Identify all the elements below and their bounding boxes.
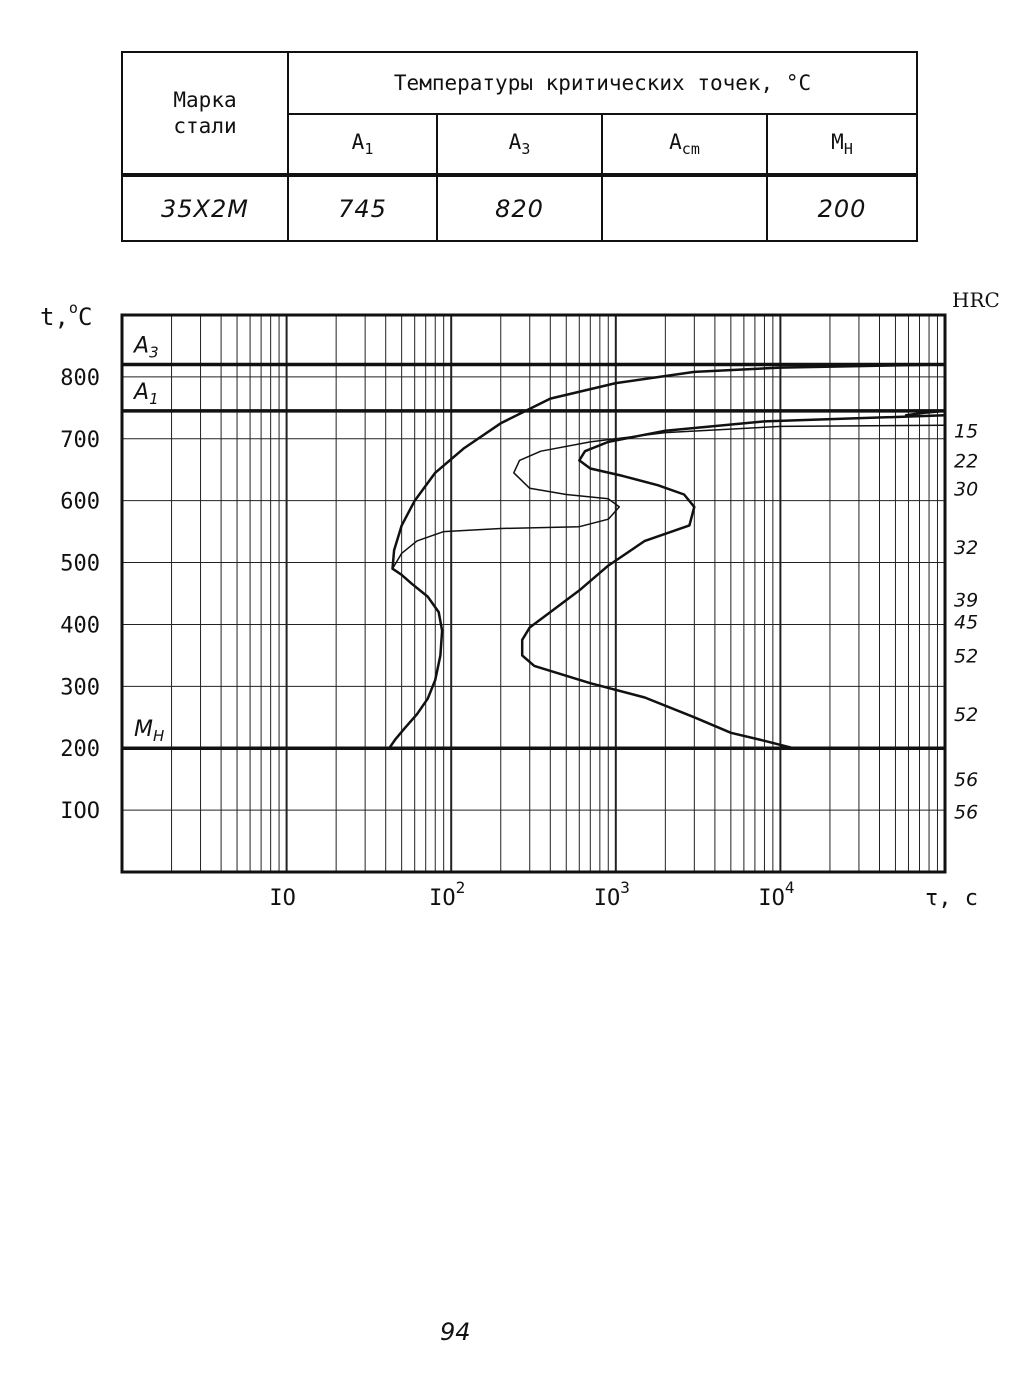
- hardness-value: 56: [954, 801, 978, 823]
- hardness-value: 39: [954, 590, 978, 612]
- transformation-curve: [904, 409, 947, 417]
- hardness-value: 22: [954, 450, 978, 472]
- x-tick-label: IO2: [429, 878, 465, 911]
- cell-mh: 200: [765, 173, 919, 242]
- x-tick-label: IO: [269, 886, 296, 911]
- header-steel-brand-label: Марка стали: [173, 88, 237, 138]
- transformation-curve: [387, 363, 947, 750]
- hardness-value: 30: [954, 478, 978, 500]
- y-tick-label: 200: [60, 737, 100, 762]
- y-axis-label: t,oC: [40, 299, 92, 331]
- y-tick-label: 800: [60, 366, 100, 391]
- y-tick-label: IOO: [60, 799, 100, 824]
- x-tick-label: IO3: [594, 878, 630, 911]
- reference-line-label: MH: [134, 717, 164, 745]
- y-tick-label: 500: [60, 552, 100, 577]
- transformation-curve: [391, 424, 946, 570]
- transformation-curve: [520, 414, 947, 750]
- reference-line-label: A1: [132, 380, 159, 408]
- header-a3: A3: [436, 113, 603, 176]
- hardness-value: 15: [954, 421, 978, 443]
- hardness-value: 45: [954, 611, 978, 633]
- header-a1: A1: [287, 113, 438, 176]
- page-number: 94: [440, 1318, 471, 1346]
- critical-points-table: Марка стали Температуры критических точе…: [121, 51, 919, 242]
- hardness-value: 52: [954, 704, 978, 726]
- hardness-value: 32: [954, 537, 978, 559]
- cell-steel: 35Х2М: [121, 173, 289, 242]
- hardness-value: 52: [954, 645, 978, 667]
- x-axis-label: τ, с: [925, 886, 978, 911]
- header-steel-brand: Марка стали: [121, 51, 289, 176]
- hardness-axis-label: HRC: [952, 288, 1000, 312]
- cell-a1: 745: [287, 173, 438, 242]
- hardness-value: 56: [954, 769, 978, 791]
- y-tick-label: 400: [60, 613, 100, 638]
- header-critical-temps: Температуры критических точек, °C: [286, 51, 919, 115]
- header-acm: Acm: [601, 113, 768, 176]
- header-mh: MH: [765, 113, 919, 176]
- y-tick-label: 300: [60, 675, 100, 700]
- cell-a3: 820: [436, 173, 603, 242]
- cell-acm: [601, 173, 768, 242]
- y-tick-label: 700: [60, 428, 100, 453]
- plot-frame: [120, 313, 947, 874]
- x-tick-label: IO4: [758, 878, 794, 911]
- y-tick-label: 600: [60, 490, 100, 515]
- reference-line-label: A3: [132, 334, 159, 362]
